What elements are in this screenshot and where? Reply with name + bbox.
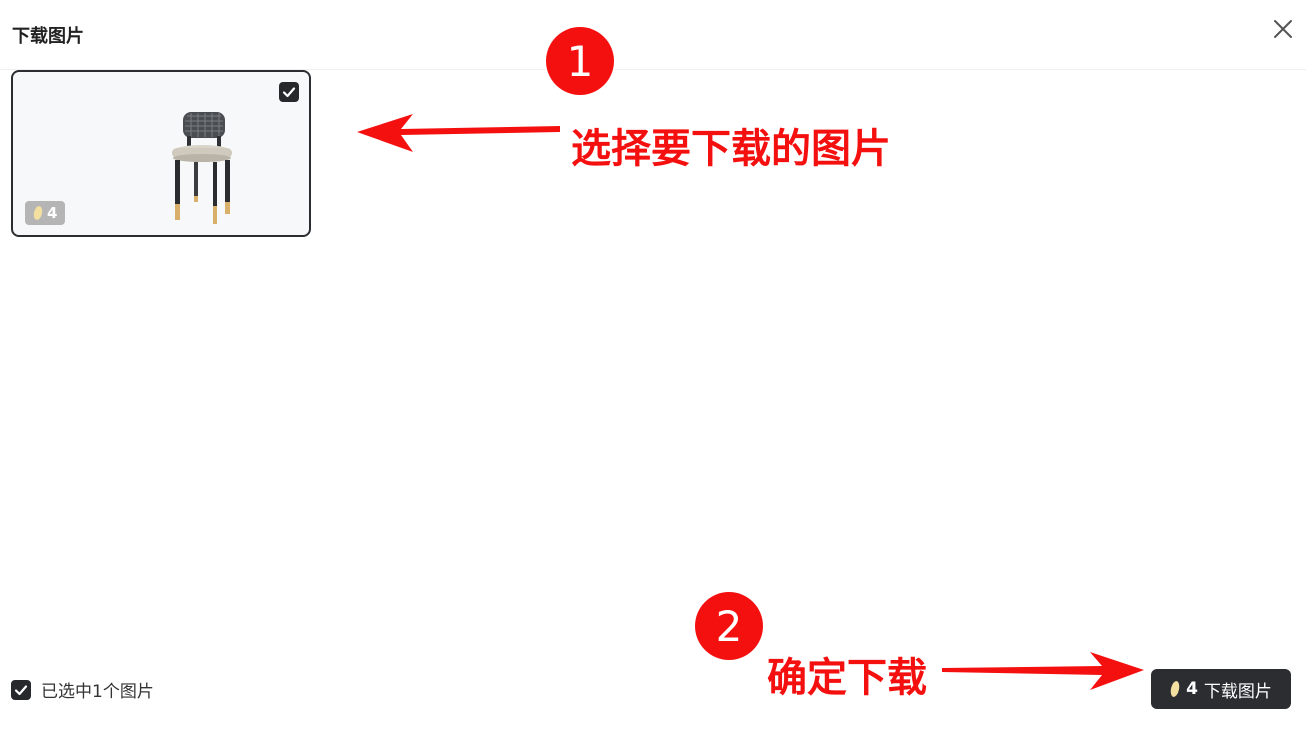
chair-image (172, 112, 232, 224)
thumbnail-checkbox[interactable] (279, 82, 299, 102)
download-credit-count: 4 (1186, 679, 1198, 699)
check-icon (14, 684, 28, 695)
download-button-label: 下载图片 (1203, 681, 1272, 702)
credit-count: 4 (47, 204, 58, 222)
credit-badge: 4 (25, 201, 66, 225)
credit-seed-icon (33, 206, 43, 220)
step-2-arrow (942, 652, 1144, 690)
step-2-text: 确定下载 (767, 655, 927, 701)
download-button[interactable]: 4 下载图片 (1151, 669, 1291, 709)
selection-count-label: 已选中1个图片 (41, 682, 154, 702)
step-1-text: 选择要下载的图片 (571, 126, 891, 172)
close-icon[interactable] (1270, 16, 1296, 42)
select-all-toggle[interactable]: 已选中1个图片 (11, 677, 154, 702)
select-all-checkbox[interactable] (11, 679, 31, 700)
image-thumbnail[interactable]: 4 (11, 70, 311, 237)
step-1-marker: 1 (546, 27, 614, 95)
dialog-header: 下载图片 (0, 0, 1306, 70)
dialog-title: 下载图片 (12, 26, 84, 47)
step-1-arrow (357, 114, 560, 152)
check-icon (282, 87, 296, 98)
step-2-marker: 2 (695, 592, 763, 660)
credit-seed-icon (1170, 681, 1180, 697)
